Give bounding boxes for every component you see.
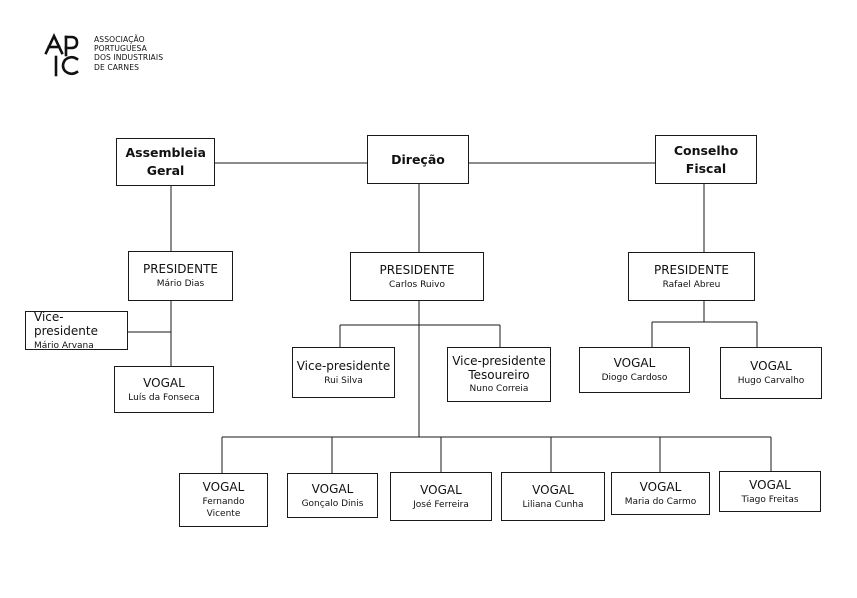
assembleia-geral-title: Assembleia Geral [125,145,207,178]
role-label: VOGAL [420,482,462,497]
role-label: Vice-presidente [34,309,98,338]
role-label: PRESIDENTE [653,262,730,277]
member-name: Liliana Cunha [522,499,584,510]
member-name: Rui Silva [324,375,363,386]
logo-line-1: ASSOCIAÇÃO [94,35,145,44]
direcao-vice1-box: Vice-presidente Rui Silva [292,347,395,398]
member-name: José Ferreira [413,499,469,510]
member-name: Mário Dias [156,279,205,289]
direcao-vogal-box: VOGAL Liliana Cunha [501,472,605,521]
member-name: Rafael Abreu [662,279,721,290]
direcao-vogal-box: VOGAL Maria do Carmo [611,472,710,515]
role-label: Vice-presidente [452,354,546,368]
logo-line-3: DOS INDUSTRIAIS [94,53,164,63]
role-label: VOGAL [613,356,656,370]
role-label: VOGAL [750,359,792,373]
member-name: Tiago Freitas [741,494,799,505]
assembleia-vogal-box: VOGAL Luís da Fonseca [114,366,214,413]
role-label: VOGAL [202,480,245,494]
role-label: VOGAL [311,481,354,496]
role-label: Vice-presidente [296,358,391,373]
assembleia-vice-box: Vice-presidente Mário Arvana [25,309,128,351]
logo-wordmark: ASSOCIAÇÃO PORTUGUESA DOS INDUSTRIAIS DE… [94,35,163,72]
conselho-presidente-box: PRESIDENTE Rafael Abreu [628,252,755,301]
apic-logo-mark [44,33,79,77]
direcao-vogal-box: VOGAL José Ferreira [390,472,492,521]
conselho-vogal-box: VOGAL Hugo Carvalho [720,347,822,399]
assembleia-presidente-box: PRESIDENTE Mário Dias [128,251,233,301]
direcao-vogal-box: VOGAL Tiago Freitas [719,471,821,512]
member-name: Luís da Fonseca [128,392,200,403]
role-label-secondary: Tesoureiro [468,368,530,382]
member-name: Diogo Cardoso [601,373,668,383]
member-name: Fernando Vicente [202,497,245,519]
direcao-vogal-box: VOGAL Gonçalo Dinis [287,473,378,518]
direcao-vogal-box: VOGAL Fernando Vicente [179,473,268,527]
direcao-vice2-box: Vice-presidente Tesoureiro Nuno Correia [447,347,551,402]
role-label: VOGAL [639,479,682,494]
role-label: VOGAL [532,482,574,497]
role-label: PRESIDENTE [142,262,219,276]
member-name: Carlos Ruivo [389,279,445,290]
conselho-vogal-box: VOGAL Diogo Cardoso [579,347,690,393]
assembleia-geral-box: Assembleia Geral [116,138,215,186]
logo-line-2: PORTUGUESA [94,44,147,54]
direcao-box: Direção [367,135,469,184]
member-name: Mário Arvana [34,340,94,351]
member-name: Hugo Carvalho [737,376,805,386]
direcao-title: Direção [391,151,445,167]
conselho-fiscal-title: Conselho Fiscal [673,142,739,176]
role-label: VOGAL [143,375,185,390]
conselho-fiscal-box: Conselho Fiscal [655,135,757,184]
logo-line-4: DE CARNES [94,62,140,72]
role-label: PRESIDENTE [379,262,455,277]
role-label: VOGAL [749,477,791,492]
member-name: Gonçalo Dinis [301,498,364,509]
apic-logo: ASSOCIAÇÃO PORTUGUESA DOS INDUSTRIAIS DE… [44,33,184,78]
member-name: Maria do Carmo [624,496,697,507]
member-name: Nuno Correia [469,384,529,394]
direcao-presidente-box: PRESIDENTE Carlos Ruivo [350,252,484,301]
